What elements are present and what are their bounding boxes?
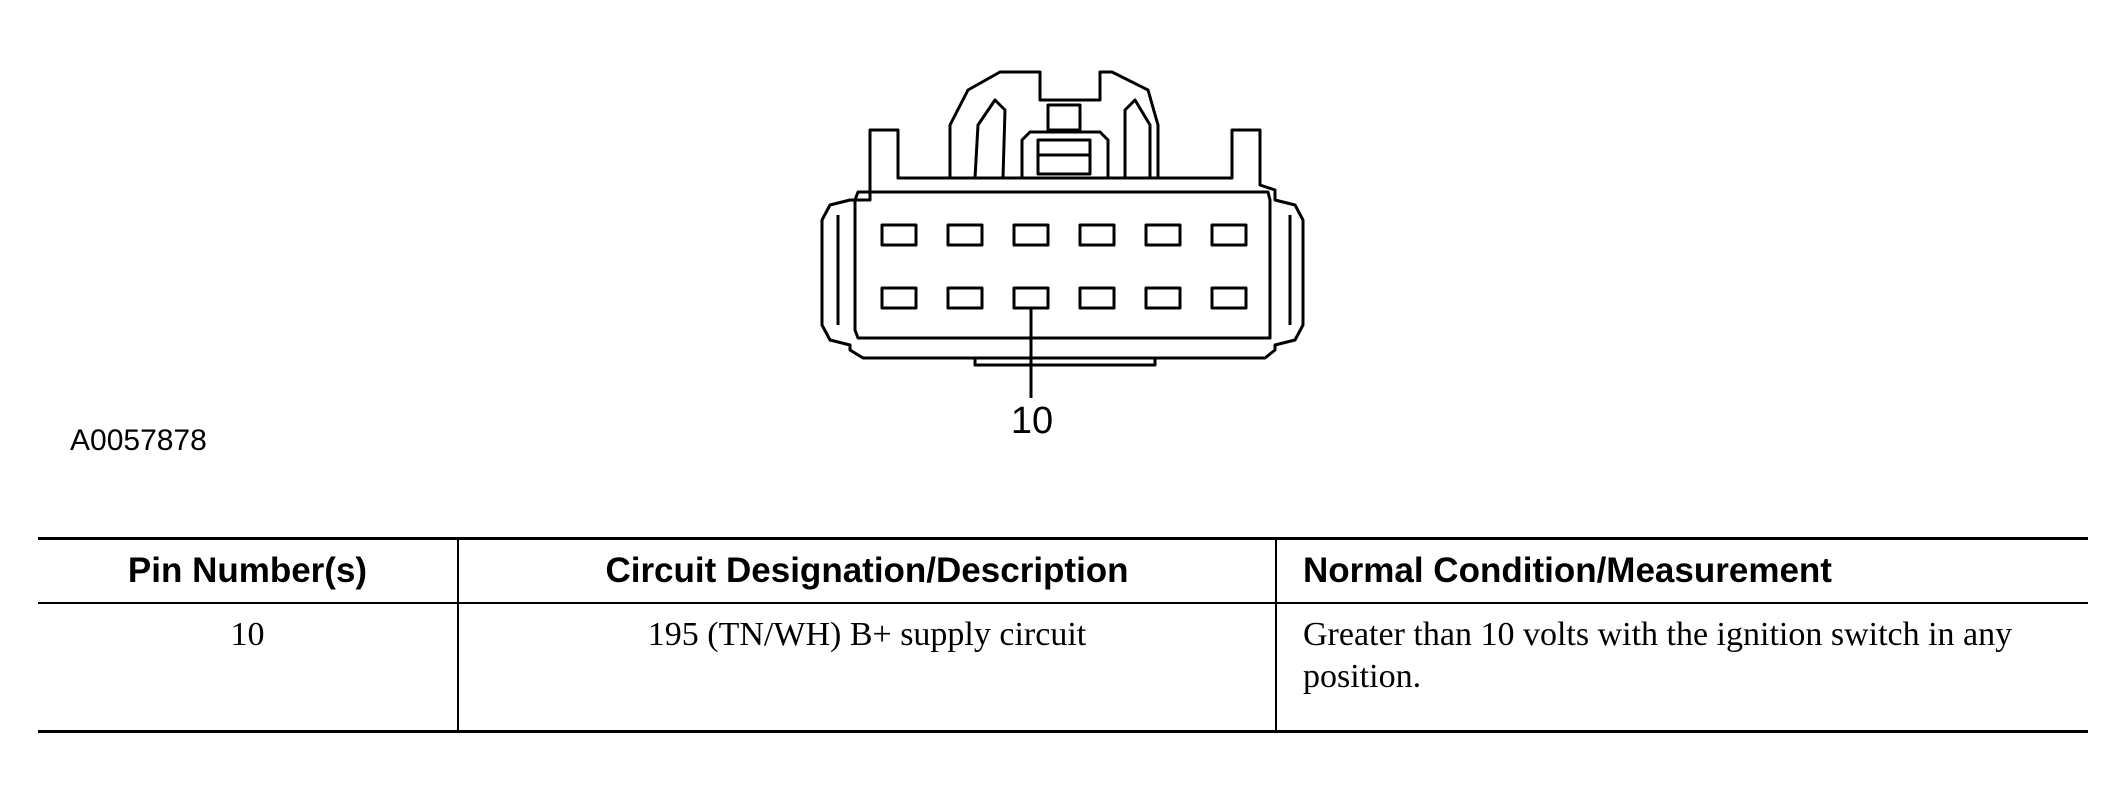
pin-cavity	[1078, 286, 1116, 310]
cell-pin-number: 10	[38, 602, 459, 733]
header-normal-condition: Normal Condition/Measurement	[1275, 537, 2088, 604]
pin-callout-label: 10	[1010, 400, 1054, 442]
cell-circuit-description: 195 (TN/WH) B+ supply circuit	[457, 602, 1277, 733]
table-row: 10 195 (TN/WH) B+ supply circuit Greater…	[38, 602, 2088, 733]
connector-inner-face	[853, 190, 1272, 340]
header-circuit-description: Circuit Designation/Description	[457, 537, 1277, 604]
pin-cavities-bottom-row	[880, 286, 1248, 310]
pin-cavity	[880, 286, 918, 310]
connector-outline	[820, 128, 1305, 360]
figure-id: A0057878	[70, 424, 207, 457]
latch-post	[1020, 130, 1110, 178]
cell-normal-condition: Greater than 10 volts with the ignition …	[1275, 602, 2088, 733]
latch-outer	[948, 70, 1160, 178]
pin-cavities-top-row	[880, 223, 1248, 247]
pin-cavity	[1078, 223, 1116, 247]
pin-cavity	[1210, 286, 1248, 310]
header-pin-numbers: Pin Number(s)	[38, 537, 459, 604]
pin-cavity	[946, 286, 984, 310]
pin-cavity	[1012, 223, 1050, 247]
latch-left-arm	[973, 98, 1007, 179]
latch-window	[1036, 138, 1092, 176]
pin-cavity	[1144, 223, 1182, 247]
pin-cavity-10	[1012, 286, 1050, 310]
pin-cavity	[1210, 223, 1248, 247]
pin-table: Pin Number(s) Circuit Designation/Descri…	[38, 537, 2088, 733]
pin-cavity	[1144, 286, 1182, 310]
connector-bottom-rib	[973, 358, 1157, 367]
table-header-row: Pin Number(s) Circuit Designation/Descri…	[38, 537, 2088, 604]
latch-right-arm	[1123, 98, 1152, 178]
latch-window-top	[1046, 103, 1082, 132]
pin-cavity	[880, 223, 918, 247]
pin-cavity	[946, 223, 984, 247]
